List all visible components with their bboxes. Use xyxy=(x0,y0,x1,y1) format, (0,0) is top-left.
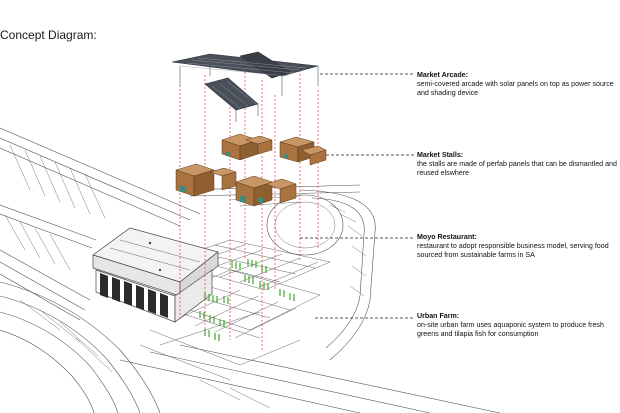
annotation-heading: Market Arcade: xyxy=(417,71,468,79)
annotation-heading: Market Stalls: xyxy=(417,151,464,159)
annotation-heading: Urban Farm: xyxy=(417,312,460,320)
annotation-market-stalls: Market Stalls: the stalls are made of pe… xyxy=(417,151,617,178)
annotation-body: on-site urban farm uses aquaponic system… xyxy=(417,321,604,338)
annotation-body: the stalls are made of perfab panels tha… xyxy=(417,160,617,177)
market-stalls-group xyxy=(175,133,327,207)
annotation-heading: Moyo Restaurant: xyxy=(417,233,477,241)
annotation-body: semi-covered arcade with solar panels on… xyxy=(417,80,614,97)
annotation-moyo-restaurant: Moyo Restaurant: restaurant to adopt res… xyxy=(417,233,617,260)
vertical-guides xyxy=(179,60,319,350)
annotation-urban-farm: Urban Farm: on-site urban farm uses aqua… xyxy=(417,312,617,339)
annotation-leaders xyxy=(300,73,414,319)
annotation-market-arcade: Market Arcade: semi-covered arcade with … xyxy=(417,71,617,98)
annotation-body: restaurant to adopt responsible business… xyxy=(417,242,609,259)
crop-rows xyxy=(199,259,295,341)
diagram-title: Concept Diagram: xyxy=(0,28,97,42)
restaurant-building xyxy=(92,227,219,323)
market-arcade-roof xyxy=(171,51,319,122)
